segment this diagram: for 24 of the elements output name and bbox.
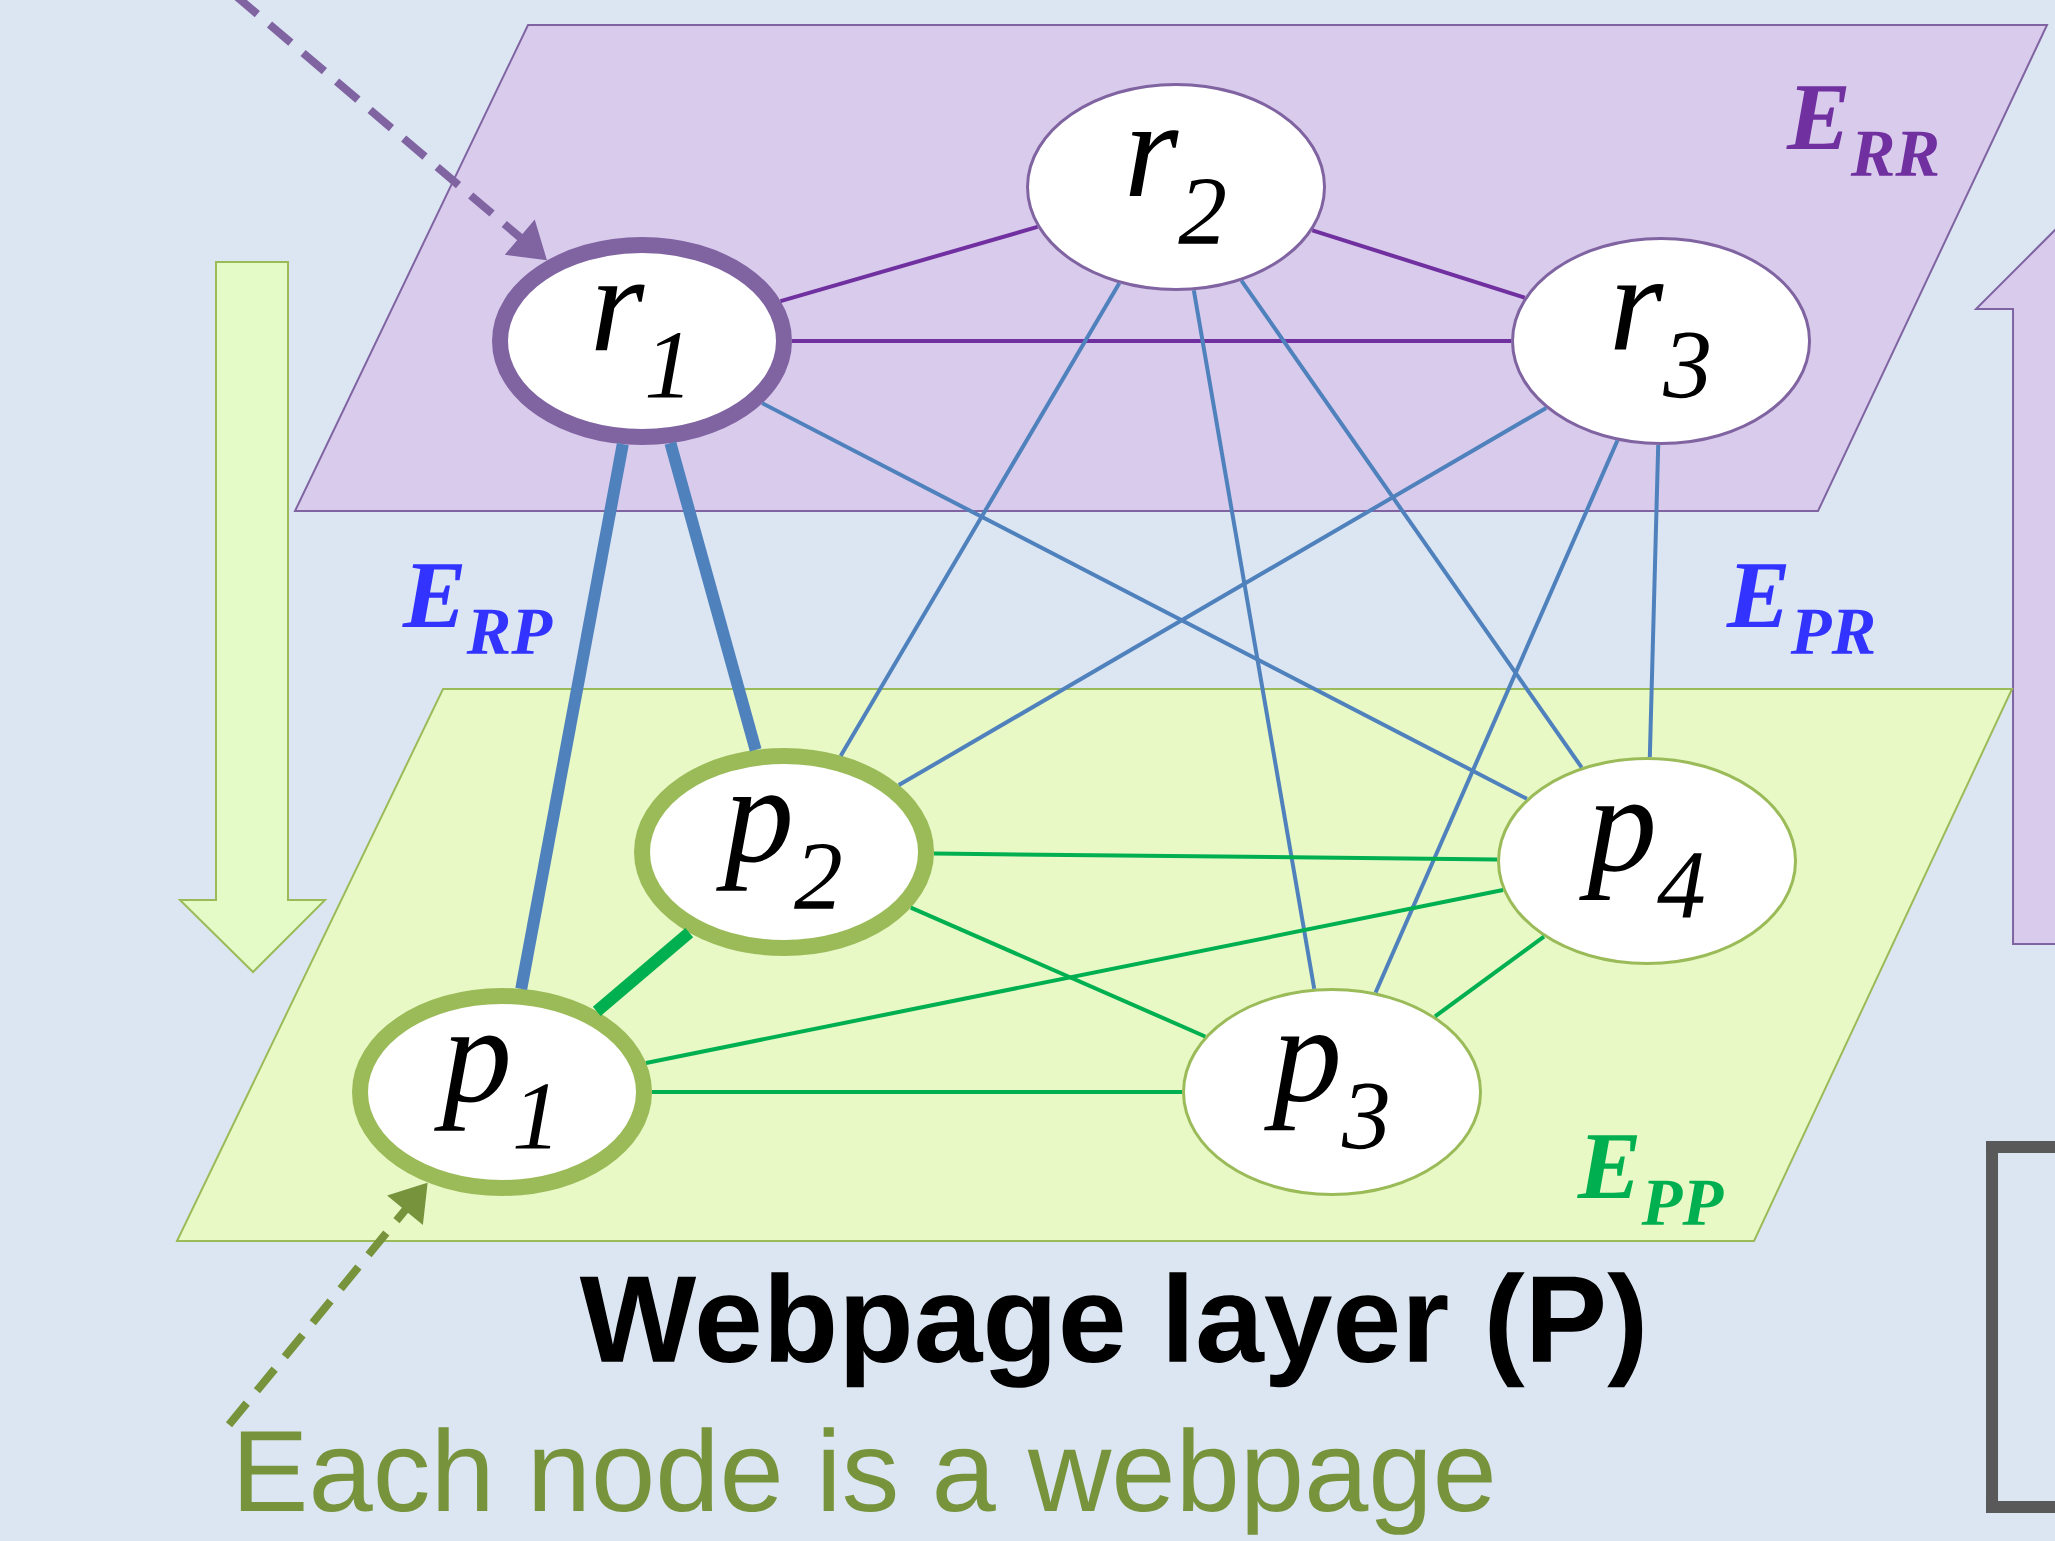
connector-line [1433, 934, 1546, 1019]
edge-set-label: E$_{RP}$ [402, 564, 553, 654]
connector-line [1373, 439, 1620, 994]
edge-set-label: E$_{PR}$ [1726, 564, 1874, 654]
connector-line [645, 888, 1504, 1065]
connector-line [664, 441, 762, 752]
connector-line [792, 339, 1511, 343]
connector-line [652, 1090, 1182, 1094]
edge-set-label: E$_{RR}$ [1786, 86, 1938, 176]
connector-line [1647, 444, 1661, 758]
connector-line [761, 401, 1528, 801]
connector-line [779, 225, 1039, 303]
connector-line [592, 928, 694, 1016]
connector-line [897, 406, 1548, 787]
connector-line [515, 443, 629, 990]
note-text: Each node is a webpage [240, 1427, 1492, 1535]
connector-line [1191, 289, 1317, 990]
connector-line [1239, 279, 1584, 769]
connector-line [839, 282, 1121, 757]
connector-line [910, 905, 1206, 1039]
connector-line [933, 851, 1498, 862]
layer-title: Webpage layer (P) [579, 1272, 1643, 1388]
edge-set-label: E$_{PP}$ [1577, 1135, 1724, 1225]
connector-line [1311, 228, 1526, 300]
